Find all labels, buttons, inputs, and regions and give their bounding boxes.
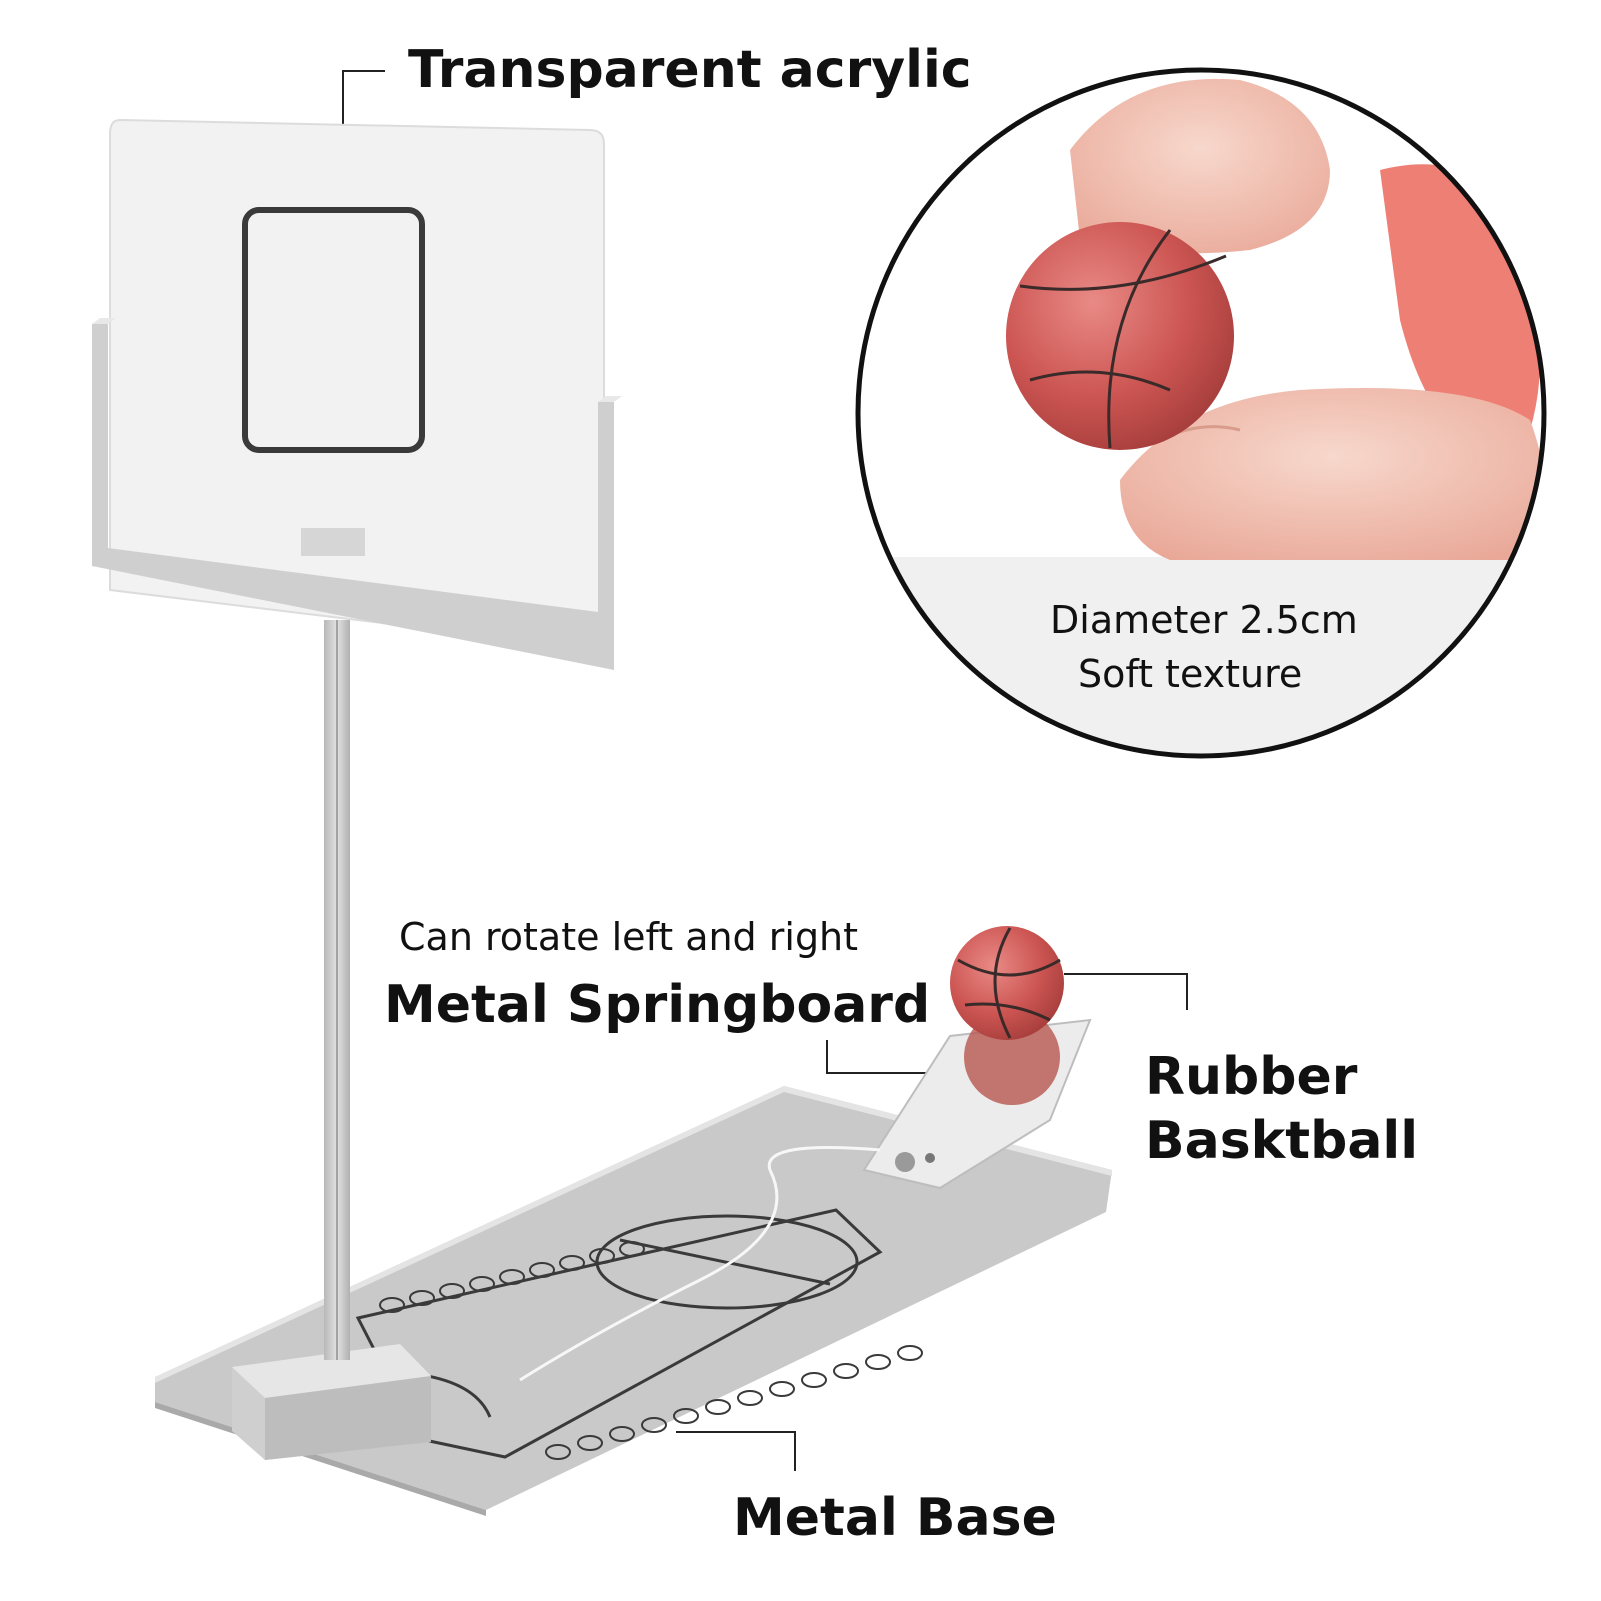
base-label: Metal Base	[733, 1488, 1057, 1548]
backboard-square	[242, 207, 425, 453]
acrylic-label: Transparent acrylic	[408, 40, 972, 100]
rubber-leader-line	[1064, 973, 1188, 1010]
small-basketball	[950, 926, 1064, 1040]
springboard-label: Metal Springboard	[384, 975, 931, 1035]
rotate-label: Can rotate left and right	[399, 915, 859, 959]
texture-label: Soft texture	[1078, 652, 1303, 696]
zoomed-basketball	[1006, 222, 1234, 450]
court-dots	[379, 1241, 923, 1460]
rubber-label-line2: Basktball	[1145, 1111, 1419, 1171]
backboard	[92, 118, 622, 670]
diameter-label: Diameter 2.5cm	[1050, 598, 1358, 642]
rubber-basketball-label: Rubber Basktball	[1145, 1045, 1418, 1173]
leader-lines	[342, 70, 1188, 1471]
rubber-label-line1: Rubber	[1145, 1047, 1358, 1107]
springboard-leader-line	[826, 1040, 935, 1074]
base-leader-line	[676, 1431, 796, 1471]
pole-block	[232, 1344, 431, 1460]
